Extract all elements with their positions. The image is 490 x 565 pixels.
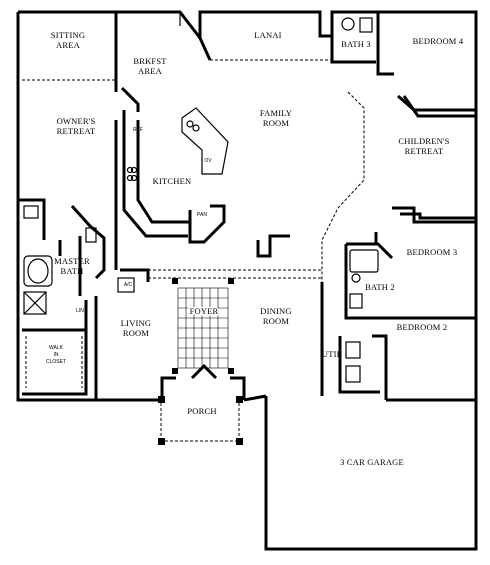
bedroom4-label: BEDROOM 4 <box>413 36 464 46</box>
lin-label: LIN <box>76 308 84 314</box>
master-bath-label-2: BATH <box>61 266 84 276</box>
family-room-label-1: FAMILY <box>260 108 292 118</box>
sink-icon <box>359 17 373 33</box>
walk-in-closet-label-3: CLOSET <box>46 359 66 365</box>
room-labels: SITTING AREA LANAI BATH 3 BEDROOM 4 BRKF… <box>46 30 464 467</box>
util-label: UTIL <box>322 349 342 359</box>
walk-in-closet-label-2: IN <box>54 352 59 358</box>
bedroom3-label: BEDROOM 3 <box>407 247 458 257</box>
fixtures <box>23 17 379 388</box>
exterior-walls <box>16 10 478 551</box>
lanai-label: LANAI <box>254 30 281 40</box>
shower-icon <box>23 291 47 315</box>
dining-room-label-2: ROOM <box>263 316 290 326</box>
brkfst-area-label-2: AREA <box>138 66 163 76</box>
dining-room-label-1: DINING <box>260 306 291 316</box>
owners-retreat-label-1: OWNER'S <box>57 116 96 126</box>
garage-label: 3 CAR GARAGE <box>340 457 404 467</box>
brkfst-area-label-1: BRKFST <box>133 56 167 66</box>
owners-retreat-label-2: RETREAT <box>57 126 96 136</box>
toilet-icon <box>341 17 355 31</box>
foyer-label: FOYER <box>190 306 219 316</box>
porch-label: PORCH <box>187 406 216 416</box>
bathtub-icon <box>23 255 53 287</box>
ov-label: OV <box>204 158 212 164</box>
kitchen-label: KITCHEN <box>153 176 192 186</box>
toilet-icon <box>23 205 39 219</box>
foyer-tile-grid <box>177 287 229 369</box>
master-bath-label-1: MASTER <box>54 256 90 266</box>
bath3-label: BATH 3 <box>341 39 371 49</box>
bathtub-icon <box>349 249 379 273</box>
bath2-label: BATH 2 <box>365 282 395 292</box>
ac-label: A/C <box>124 282 133 288</box>
ref-label: REF <box>133 127 143 133</box>
pan-label: PAN <box>197 212 207 218</box>
childrens-retreat-label-2: RETREAT <box>405 146 444 156</box>
walk-in-closet-label-1: WALK <box>49 345 64 351</box>
sitting-area-label-2: AREA <box>56 40 81 50</box>
family-room-label-2: ROOM <box>263 118 290 128</box>
bedroom2-label: BEDROOM 2 <box>397 322 448 332</box>
toilet-icon <box>351 273 361 283</box>
sitting-area-label-1: SITTING <box>51 30 85 40</box>
sink-icon <box>349 293 363 309</box>
living-room-label-1: LIVING <box>121 318 151 328</box>
interior-walls <box>18 12 476 445</box>
living-room-label-2: ROOM <box>123 328 150 338</box>
childrens-retreat-label-1: CHILDREN'S <box>398 136 449 146</box>
sink-icon <box>85 227 97 243</box>
